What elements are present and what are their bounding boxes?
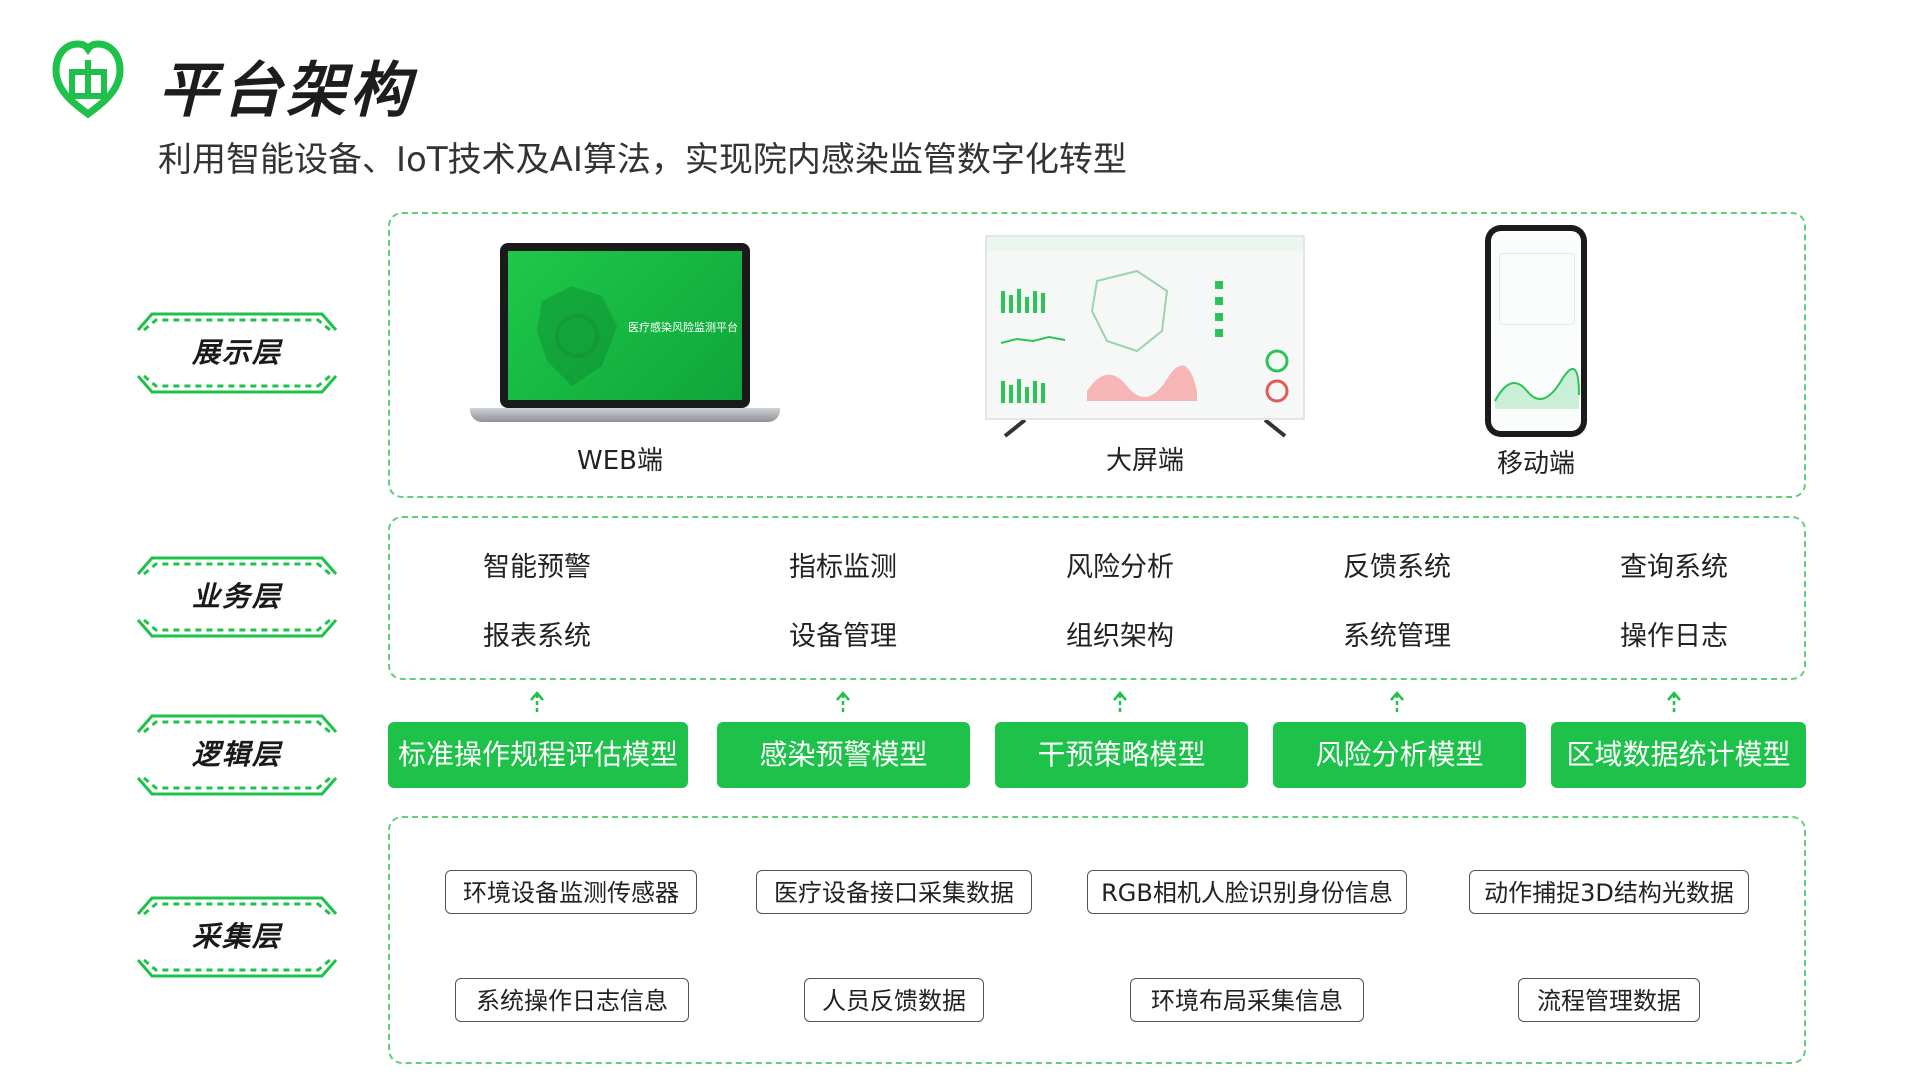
business-item: 报表系统 bbox=[483, 621, 591, 652]
big-screen-illustration bbox=[985, 235, 1305, 420]
page-title: 平台架构 bbox=[158, 56, 414, 126]
collection-item: 人员反馈数据 bbox=[804, 978, 984, 1022]
collection-item: RGB相机人脸识别身份信息 bbox=[1087, 870, 1407, 914]
business-item: 组织架构 bbox=[1066, 621, 1174, 652]
business-item: 智能预警 bbox=[483, 552, 591, 583]
layer-label-collection: 采集层 bbox=[132, 892, 342, 982]
device-label-screen: 大屏端 bbox=[1105, 446, 1184, 476]
arrow-up-icon bbox=[1667, 691, 1681, 714]
logic-model: 感染预警模型 bbox=[717, 722, 970, 788]
business-item: 设备管理 bbox=[789, 621, 897, 652]
phone-illustration bbox=[1485, 225, 1587, 437]
collection-item: 流程管理数据 bbox=[1518, 978, 1700, 1022]
business-item: 风险分析 bbox=[1066, 552, 1174, 583]
logic-model: 区域数据统计模型 bbox=[1551, 722, 1806, 788]
device-label-web: WEB端 bbox=[577, 446, 663, 476]
logic-model: 标准操作规程评估模型 bbox=[388, 722, 688, 788]
business-item: 反馈系统 bbox=[1343, 552, 1451, 583]
map-watermark-icon bbox=[537, 286, 617, 386]
tv-stand-icon bbox=[1003, 420, 1287, 438]
layer-label-business: 业务层 bbox=[132, 552, 342, 642]
logo-icon bbox=[52, 40, 124, 118]
business-panel bbox=[388, 516, 1806, 680]
collection-item: 医疗设备接口采集数据 bbox=[756, 870, 1032, 914]
laptop-illustration: 医疗感染风险监测平台 bbox=[500, 243, 750, 408]
web-screen-title: 医疗感染风险监测平台 bbox=[628, 321, 738, 334]
business-item: 操作日志 bbox=[1620, 621, 1728, 652]
logic-model: 风险分析模型 bbox=[1273, 722, 1526, 788]
layer-label-logic: 逻辑层 bbox=[132, 710, 342, 800]
business-item: 系统管理 bbox=[1343, 621, 1451, 652]
collection-item: 环境设备监测传感器 bbox=[445, 870, 697, 914]
layer-label-display: 展示层 bbox=[132, 308, 342, 398]
page-subtitle: 利用智能设备、IoT技术及AI算法，实现院内感染监管数字化转型 bbox=[158, 140, 1127, 180]
display-panel bbox=[388, 212, 1806, 498]
arrow-up-icon bbox=[836, 691, 850, 714]
business-item: 指标监测 bbox=[789, 552, 897, 583]
collection-item: 系统操作日志信息 bbox=[455, 978, 689, 1022]
collection-panel bbox=[388, 816, 1806, 1064]
arrow-up-icon bbox=[1113, 691, 1127, 714]
laptop-base bbox=[470, 408, 780, 422]
arrow-up-icon bbox=[530, 691, 544, 714]
logic-model: 干预策略模型 bbox=[995, 722, 1248, 788]
business-item: 查询系统 bbox=[1620, 552, 1728, 583]
collection-item: 环境布局采集信息 bbox=[1130, 978, 1364, 1022]
arrow-up-icon bbox=[1390, 691, 1404, 714]
collection-item: 动作捕捉3D结构光数据 bbox=[1469, 870, 1749, 914]
device-label-mobile: 移动端 bbox=[1496, 449, 1575, 479]
